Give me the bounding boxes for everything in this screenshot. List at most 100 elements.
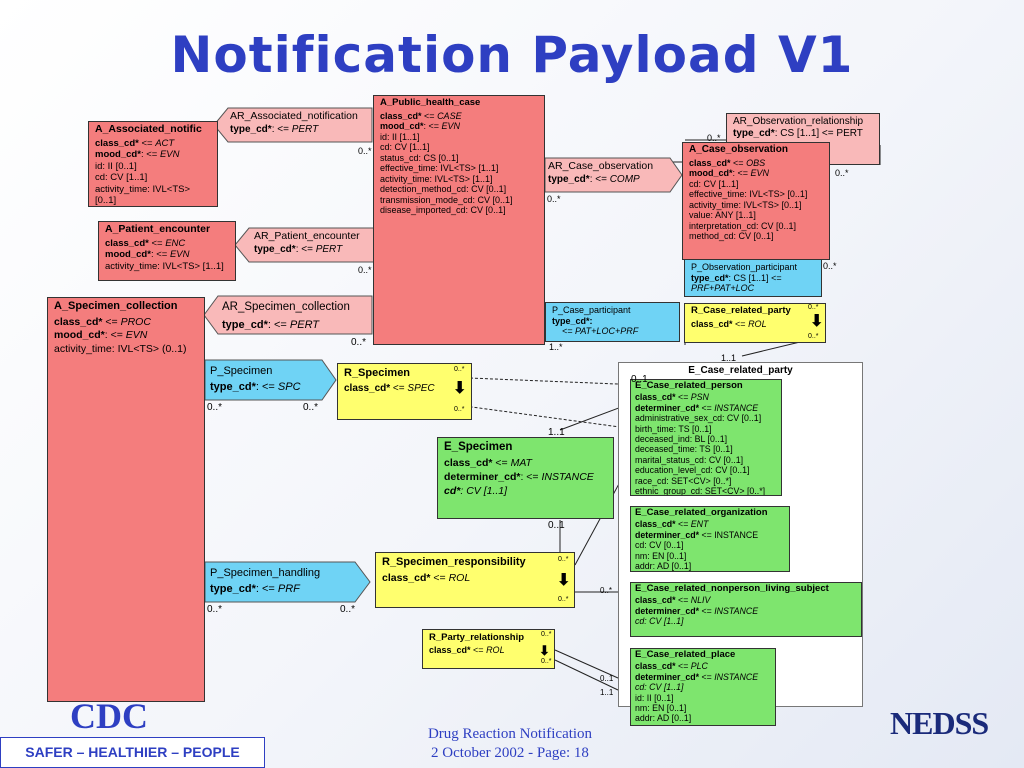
class-r-party-relationship[interactable]: R_Party_relationship class_cd* <= ROL	[422, 629, 555, 669]
ar-case-observation[interactable]: AR_Case_observation type_cd*: <= COMP	[548, 160, 678, 186]
attr-line: addr: AD [0..1]	[635, 561, 692, 572]
class-r-specimen-responsibility[interactable]: R_Specimen_responsibility class_cd* <= R…	[375, 552, 575, 608]
class-a-case-observation[interactable]: A_Case_observation class_cd* <= OBS mood…	[682, 142, 830, 260]
class-name: P_Case_participant	[552, 305, 631, 315]
attr-value: PERT	[289, 319, 320, 331]
attr-line: effective_time: IVL<TS> [1..1]	[380, 163, 499, 173]
class-e-case-related-organization[interactable]: E_Case_related_organization class_cd* <=…	[630, 506, 790, 572]
attr-value: CS [1..1] <=	[733, 272, 782, 283]
cardinality-label: 0..*	[558, 556, 569, 563]
attr-key: determiner_cd*	[444, 471, 521, 483]
cardinality-label: 0..*	[351, 337, 367, 348]
class-name: A_Specimen_collection	[54, 300, 178, 312]
attr-value: <= PAT+LOC+PRF	[562, 326, 639, 336]
cardinality-label: 0..*	[541, 658, 552, 665]
attr-value: EVN	[750, 168, 770, 178]
attr-key: class_cd*	[380, 110, 422, 121]
attr-key: class_cd*	[635, 392, 676, 403]
cardinality-label: 0..*	[808, 304, 819, 311]
attr-value: CASE	[437, 110, 462, 121]
attr-key: type_cd*	[210, 583, 256, 595]
class-a-specimen-collection[interactable]: A_Specimen_collection class_cd* <= PROC …	[47, 297, 205, 702]
attr-key: type_cd*	[733, 127, 775, 139]
class-a-patient-encounter[interactable]: A_Patient_encounter class_cd* <= ENC moo…	[98, 221, 236, 281]
ar-patient-encounter[interactable]: AR_Patient_encounter type_cd*: <= PERT	[254, 230, 376, 256]
attr-key: type_cd*:	[552, 315, 593, 326]
cardinality-label: 0..*	[600, 586, 613, 595]
attr-line: education_level_cd: CV [0..1]	[635, 465, 750, 476]
class-e-case-related-person[interactable]: E_Case_related_person class_cd* <= PSN d…	[630, 379, 782, 496]
cardinality-label: 1..1	[600, 688, 614, 697]
class-r-specimen[interactable]: R_Specimen class_cd* <= SPEC	[337, 363, 472, 420]
cardinality-label: 0..1	[600, 674, 614, 683]
down-arrow-icon: ⬇	[557, 572, 571, 589]
class-e-case-related-place[interactable]: E_Case_related_place class_cd* <= PLC de…	[630, 648, 776, 726]
attr-line: ethnic_group_cd: SET<CV> [0..*]	[635, 486, 766, 496]
attr-line: interpretation_cd: CV [0..1]	[689, 220, 797, 231]
attr-line: cd: CV [0..1]	[635, 540, 684, 551]
attr-value: EVN	[125, 329, 148, 341]
cdc-logo: CDC	[70, 696, 148, 736]
class-a-associated-notification[interactable]: A_Associated_notific class_cd* <= ACT mo…	[88, 121, 218, 207]
class-name: R_Specimen	[344, 367, 411, 379]
attr-line: cd: CV [1..1]	[380, 142, 430, 152]
attr-value: COMP	[609, 174, 640, 185]
cardinality-label: 0..*	[707, 133, 721, 143]
attr-value: ACT	[155, 137, 175, 149]
attr-key: type_cd*	[254, 244, 296, 255]
attr-line: birth_time: TS [0..1]	[635, 423, 712, 434]
attr-key: class_cd*	[444, 457, 493, 469]
class-r-case-related-party[interactable]: R_Case_related_party class_cd* <= ROL	[684, 303, 826, 343]
connector-name: AR_Case_observation	[548, 160, 654, 172]
class-name: E_Case_related_organization	[635, 507, 768, 518]
class-name: E_Case_related_party	[688, 365, 793, 376]
down-arrow-icon: ⬇	[810, 313, 824, 330]
attr-key: mood_cd*	[689, 168, 733, 178]
class-name: A_Case_observation	[689, 144, 788, 155]
cardinality-label: 0..*	[823, 261, 837, 271]
attr-key: class_cd*	[635, 519, 676, 530]
attr-line: cd: CV [1..1]	[95, 172, 148, 183]
class-p-case-participant[interactable]: P_Case_participant type_cd*: <= PAT+LOC+…	[545, 302, 680, 342]
class-e-case-related-nonperson-living-subject[interactable]: E_Case_related_nonperson_living_subject …	[630, 582, 862, 637]
class-name: R_Case_related_party	[691, 305, 791, 316]
attr-line: administrative_sex_cd: CV [0..1]	[635, 413, 762, 424]
attr-line: disease_imported_cd: CV [0..1]	[380, 205, 506, 215]
attr-key: cd*	[444, 485, 461, 497]
cardinality-label: 1..1	[721, 353, 737, 363]
attr-value: PRF	[277, 583, 300, 595]
attr-line: deceased_ind: BL [0..1]	[635, 434, 728, 445]
attr-key: mood_cd*	[105, 249, 151, 260]
attr-key: class_cd*	[344, 383, 391, 394]
class-name: R_Specimen_responsibility	[382, 556, 526, 568]
attr-value: MAT	[510, 457, 532, 469]
attr-key: class_cd*	[635, 661, 676, 672]
attr-line: nm: EN [0..1]	[635, 550, 687, 561]
attr-line: transmission_mode_cd: CV [0..1]	[380, 194, 513, 205]
cardinality-label: 0..*	[454, 366, 465, 373]
attr-line: addr: AD [0..1]	[635, 713, 692, 724]
class-a-public-health-case[interactable]: A_Public_health_case class_cd* <= CASE m…	[373, 95, 545, 345]
attr-line: nm: EN [0..1]	[635, 703, 687, 714]
class-e-specimen[interactable]: E_Specimen class_cd* <= MAT determiner_c…	[437, 437, 614, 519]
attr-value: ROL	[448, 572, 471, 584]
attr-value: PRF+PAT+LOC	[691, 283, 755, 293]
p-specimen[interactable]: P_Specimen type_cd*: <= SPC	[210, 363, 320, 395]
attr-line: detection_method_cd: CV [0..1]	[380, 184, 507, 194]
ar-associated-notification[interactable]: AR_Associated_notification type_cd*: <= …	[230, 110, 372, 136]
attr-value: ROL	[748, 318, 767, 329]
class-name: E_Case_related_person	[635, 380, 743, 391]
cardinality-label: 0..*	[358, 265, 372, 275]
attr-key: mood_cd*	[380, 121, 424, 131]
class-name: E_Specimen	[444, 441, 513, 453]
ar-specimen-collection[interactable]: AR_Specimen_collection type_cd*: <= PERT	[222, 298, 372, 334]
attr-key: mood_cd*	[95, 149, 141, 160]
cardinality-label: 0..*	[547, 194, 561, 204]
slide-footer: Drug Reaction Notification 2 October 200…	[380, 725, 640, 763]
attr-value: INSTANCE	[714, 671, 759, 682]
class-p-observation-participant[interactable]: P_Observation_participant type_cd*: CS […	[684, 259, 822, 297]
connector-name: P_Specimen_handling	[210, 567, 321, 579]
class-name: A_Public_health_case	[380, 97, 481, 108]
p-specimen-handling[interactable]: P_Specimen_handling type_cd*: <= PRF	[210, 565, 355, 597]
